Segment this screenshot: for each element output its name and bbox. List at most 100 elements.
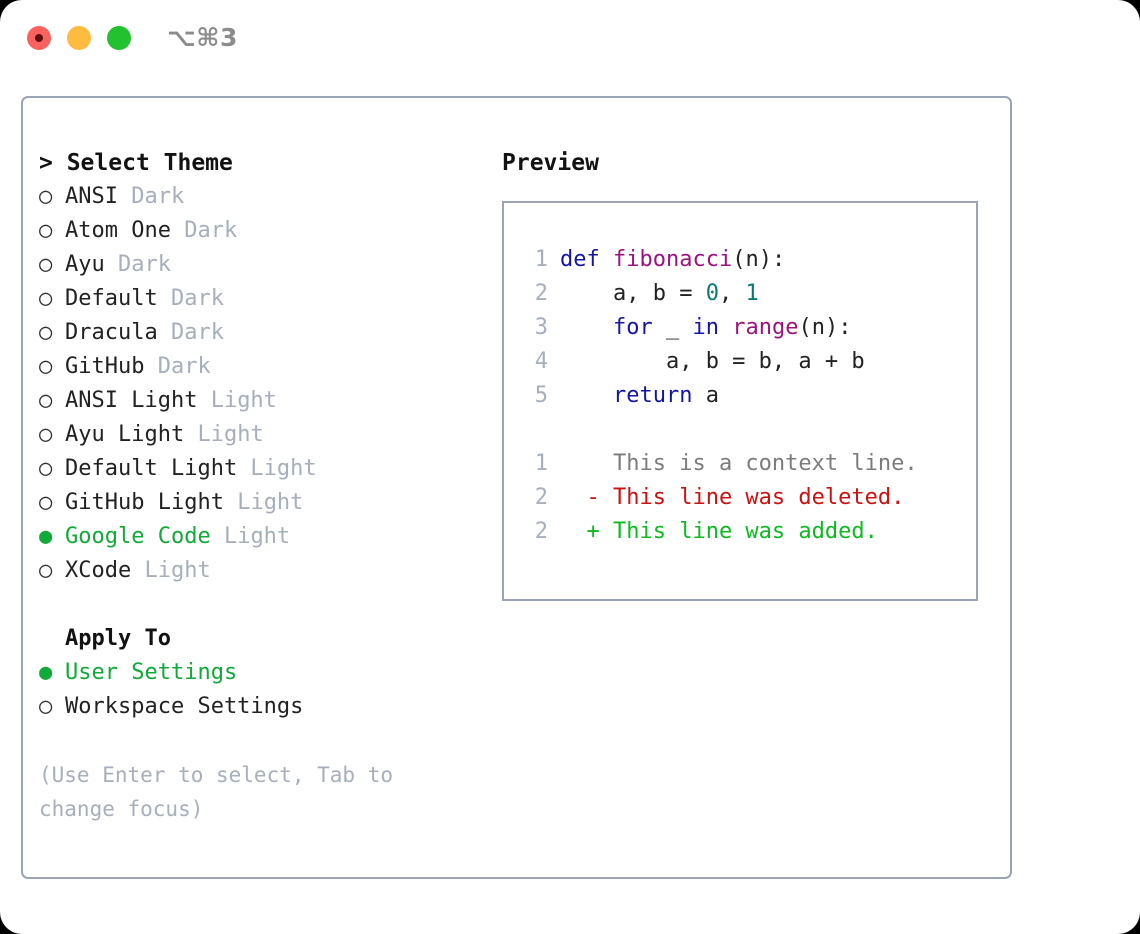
code-line: 2 a, b = 0, 1 [522,277,976,311]
code-token: a, b = b, a + b [560,349,865,374]
apply-to-option-list: ● User Settings ○ Workspace Settings [39,656,479,724]
theme-option-github-light[interactable]: ○ GitHub Light Light [39,486,479,520]
code-line: 4 a, b = b, a + b [522,345,976,379]
theme-option-kind: Dark [170,218,238,243]
theme-option-name: Dracula [65,320,158,345]
line-number: 1 [534,451,548,476]
radio-selected-icon: ● [39,660,53,685]
apply-to-option-workspace-settings[interactable]: ○ Workspace Settings [39,690,479,724]
code-line: 5 return a [522,379,976,413]
code-token: def [560,247,613,272]
diff-line-text: + This line was added. [560,519,878,544]
theme-option-default[interactable]: ○ Default Dark [39,282,479,316]
radio-unselected-icon: ○ [39,456,53,481]
theme-option-kind: Dark [157,286,224,311]
diff-line-del: 2 - This line was deleted. [522,481,976,515]
theme-option-kind: Dark [104,252,171,277]
theme-option-name: XCode [65,558,132,583]
theme-option-name: Default [65,286,158,311]
theme-option-google-code[interactable]: ● Google Code Light [39,520,479,554]
radio-unselected-icon: ○ [39,252,53,277]
theme-option-kind: Light [223,490,304,515]
theme-option-kind: Dark [117,184,185,209]
code-token: 0 [705,281,719,306]
preview-title: Preview [502,150,599,176]
code-token: , [718,281,746,306]
theme-option-name: ANSI Light [65,388,198,413]
theme-option-kind: Light [237,456,317,481]
close-button[interactable] [27,26,51,50]
theme-option-name: Ayu [65,252,105,277]
line-number: 2 [534,519,548,544]
theme-option-ayu[interactable]: ○ Ayu Dark [39,248,479,282]
theme-option-name: Ayu Light [65,422,185,447]
keyboard-shortcut-label: ⌥⌘3 [167,23,238,52]
theme-option-list: ○ANSI Dark○Atom One Dark○Ayu Dark○Defaul… [39,180,479,588]
theme-option-name: Default Light [65,456,238,481]
theme-option-name: Atom One [65,218,171,243]
header-prompt-caret: > [39,150,67,176]
theme-option-kind: Light [210,524,291,549]
apply-to-option-user-settings[interactable]: ● User Settings [39,656,479,690]
theme-option-name: GitHub Light [65,490,224,515]
diff-line-add: 2 + This line was added. [522,515,976,549]
code-line: 3 for _ in range(n): [522,311,976,345]
apply-to-option-name: User Settings [65,660,238,685]
theme-selector-column: > Select Theme ○ANSI Dark○Atom One Dark○… [39,146,479,826]
line-number: 2 [534,281,548,306]
theme-option-kind: Light [131,558,211,583]
theme-option-xcode[interactable]: ○ XCode Light [39,554,479,588]
diff-line-ctx: 1 This is a context line. [522,447,976,481]
theme-option-name: GitHub [65,354,145,379]
select-theme-header: > Select Theme [39,146,479,180]
theme-option-ansi-light[interactable]: ○ ANSI Light Light [39,384,479,418]
code-token: in [692,315,733,340]
line-number: 4 [534,349,548,374]
theme-option-name: ANSI [65,184,118,209]
theme-option-kind: Light [197,388,277,413]
apply-to-option-name: Workspace Settings [65,694,304,719]
line-number: 2 [534,485,548,510]
header-label: Select Theme [66,150,233,176]
line-number: 1 [534,247,548,272]
title-bar: ⌥⌘3 [0,0,1140,78]
radio-unselected-icon: ○ [39,490,53,515]
code-line: 1 def fibonacci(n): [522,243,976,277]
line-number: 5 [534,383,548,408]
radio-unselected-icon: ○ [39,388,53,413]
theme-option-kind: Light [184,422,264,447]
theme-option-default-light[interactable]: ○ Default Light Light [39,452,479,486]
theme-option-ansi[interactable]: ○ANSI Dark [39,180,479,214]
theme-option-name: Google Code [65,524,211,549]
radio-selected-icon: ● [39,524,53,549]
diff-sample: 1 This is a context line.2 - This line w… [522,447,976,549]
maximize-button[interactable] [107,26,131,50]
code-token: range [732,315,799,340]
radio-unselected-icon: ○ [39,422,53,447]
radio-unselected-icon: ○ [39,558,53,583]
code-token: fibonacci [612,247,733,272]
theme-option-github[interactable]: ○GitHub Dark [39,350,479,384]
theme-option-ayu-light[interactable]: ○ Ayu Light Light [39,418,479,452]
theme-option-atom-one[interactable]: ○Atom One Dark [39,214,479,248]
radio-unselected-icon: ○ [39,286,53,311]
code-token: a, b = [560,281,706,306]
code-diff-spacer [522,413,976,447]
radio-unselected-icon: ○ [39,694,53,719]
line-number: 3 [534,315,548,340]
code-token: for [560,315,666,340]
code-token: a [705,383,719,408]
code-token: (n): [732,247,786,272]
window-controls [27,26,131,50]
code-token: _ [665,315,693,340]
code-token: 1 [745,281,759,306]
main-panel: > Select Theme ○ANSI Dark○Atom One Dark○… [21,96,1012,879]
minimize-button[interactable] [67,26,91,50]
theme-option-kind: Dark [144,354,211,379]
diff-line-text: - This line was deleted. [560,485,905,510]
theme-option-dracula[interactable]: ○Dracula Dark [39,316,479,350]
keyboard-hint-text: (Use Enter to select, Tab to change focu… [39,763,394,821]
